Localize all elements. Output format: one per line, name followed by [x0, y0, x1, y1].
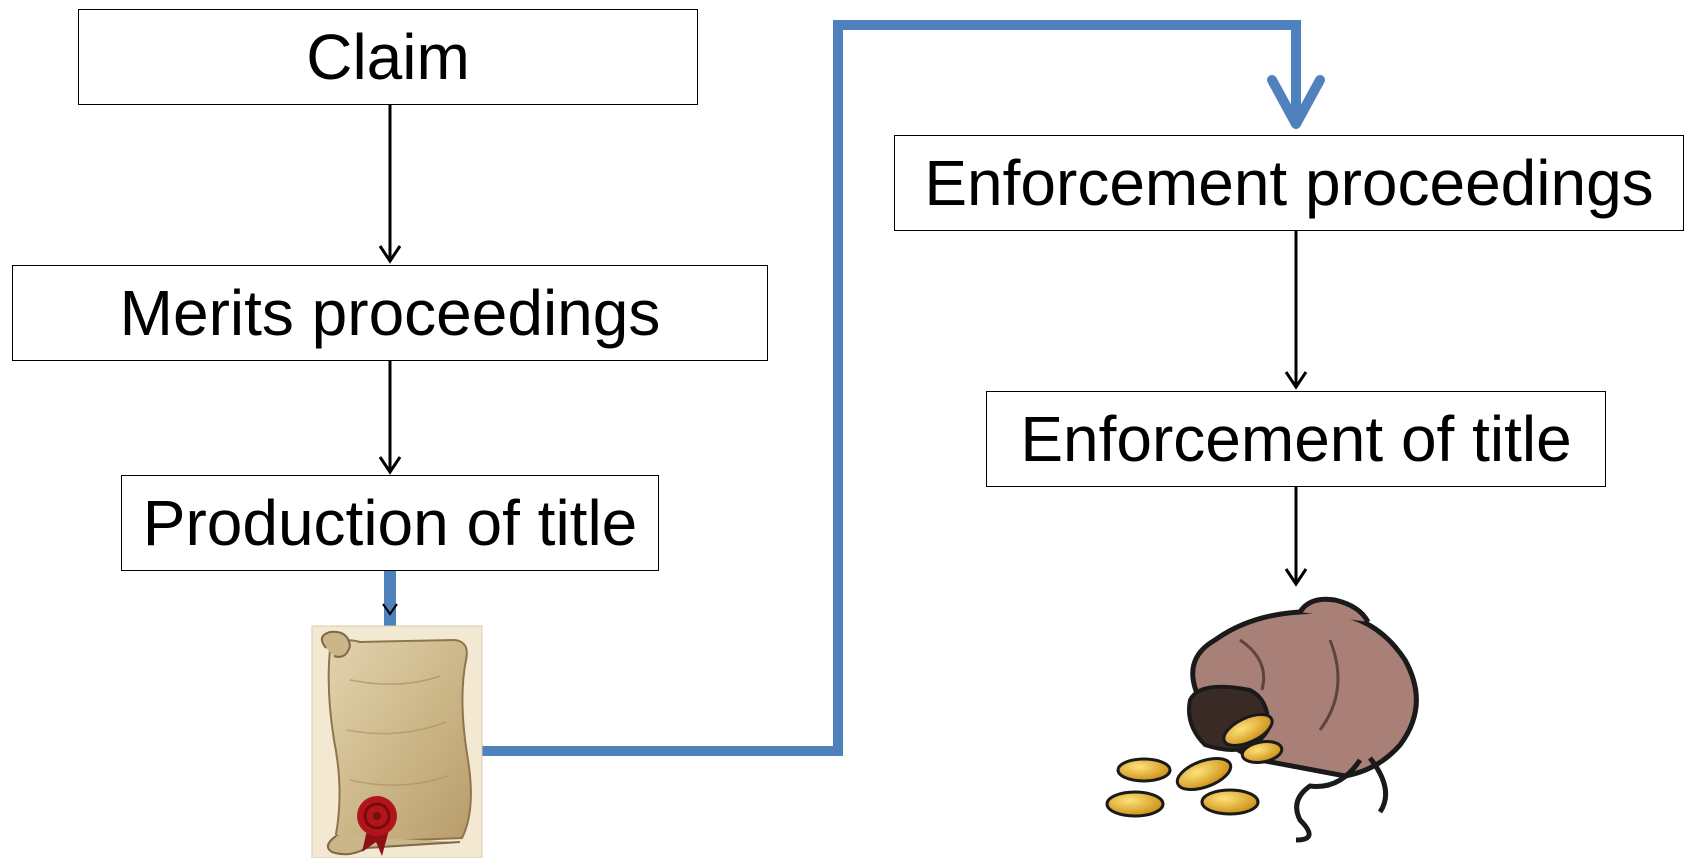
arrow-enforcement-proceedings-to-enforcement-of-title [1284, 231, 1308, 390]
title-to-enforcement-arrowhead [1267, 75, 1325, 129]
money-bag-with-coins-icon [1105, 596, 1419, 843]
enforcement-of-title-label: Enforcement of title [1020, 403, 1572, 475]
merits-proceedings-box: Merits proceedings [12, 265, 768, 361]
merits-proceedings-label: Merits proceedings [119, 277, 661, 349]
scroll-with-wax-seal-icon [311, 625, 483, 858]
enforcement-of-title-box: Enforcement of title [986, 391, 1606, 487]
enforcement-proceedings-label: Enforcement proceedings [924, 147, 1654, 219]
title-to-enforcement-connector-long [482, 20, 1301, 756]
arrow-merits-to-production [378, 361, 402, 475]
production-of-title-box: Production of title [121, 475, 659, 571]
enforcement-proceedings-box: Enforcement proceedings [894, 135, 1684, 231]
arrow-enforcement-of-title-to-money [1284, 487, 1308, 587]
arrow-production-to-document [382, 603, 398, 616]
claim-box: Claim [78, 9, 698, 105]
arrow-claim-to-merits [378, 105, 402, 264]
claim-label: Claim [306, 21, 470, 93]
production-of-title-label: Production of title [142, 487, 638, 559]
